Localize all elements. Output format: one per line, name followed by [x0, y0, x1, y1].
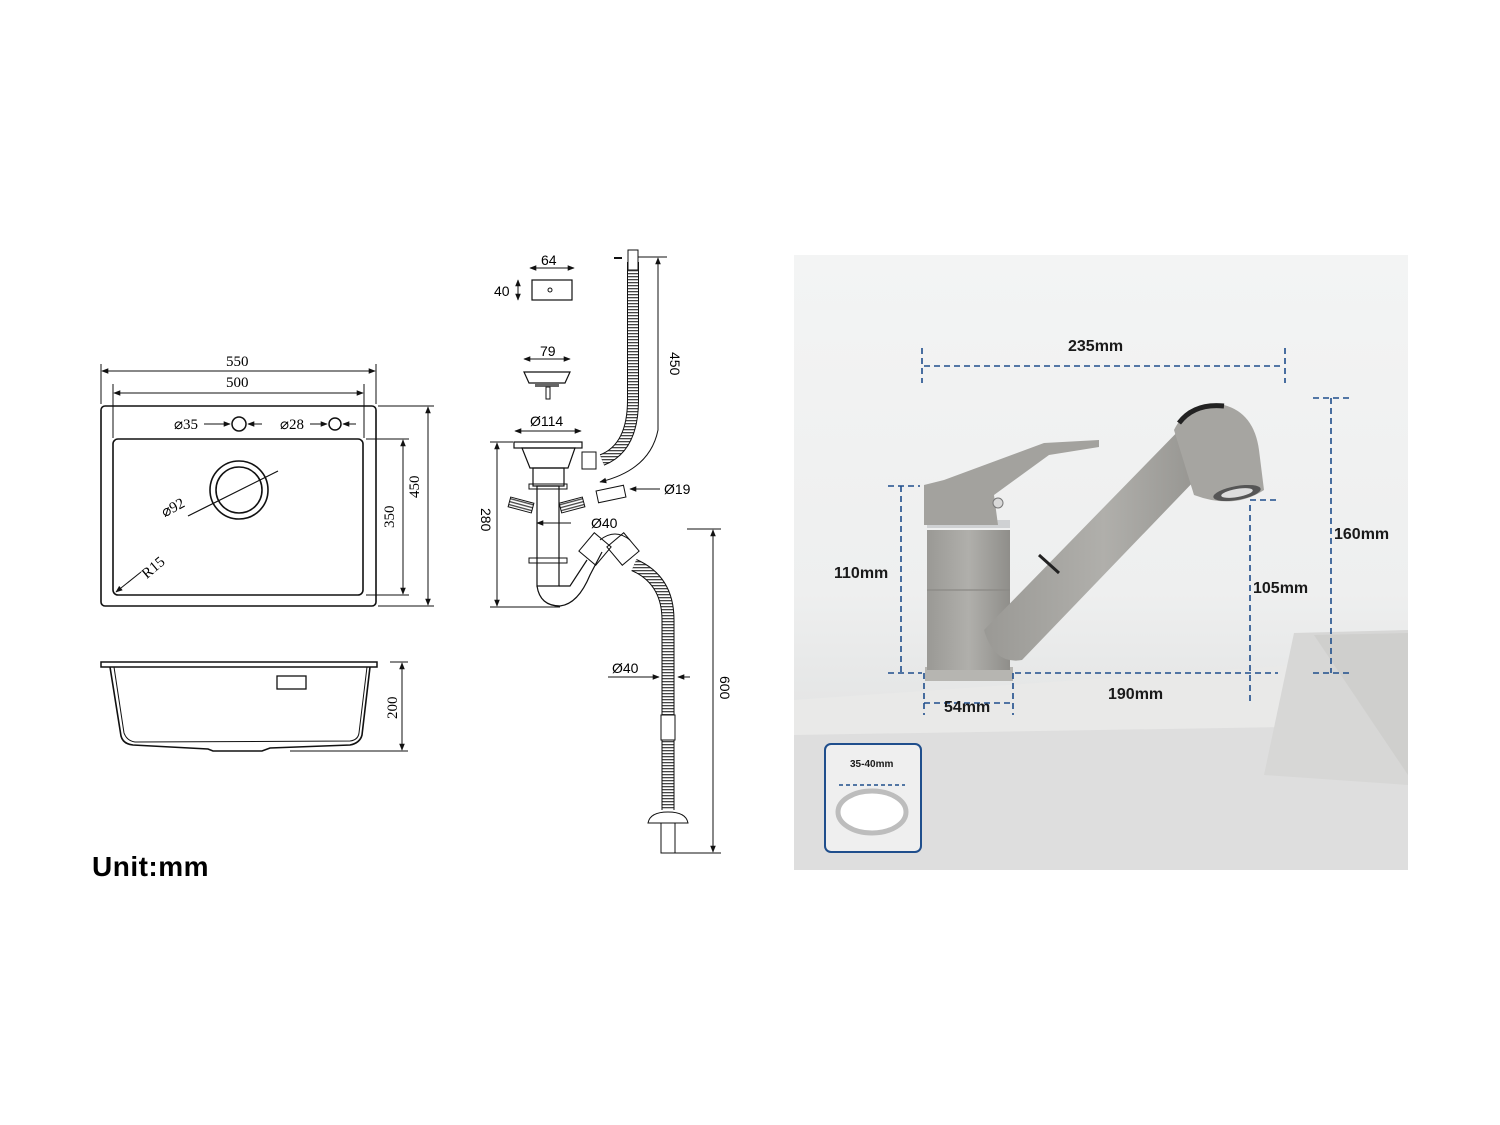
label-mounting-hole: 35-40mm: [850, 759, 894, 770]
dim-pipe-diameter: Ø40: [591, 515, 618, 531]
label-total-reach: 235mm: [1068, 338, 1124, 355]
dim-side-connector-diameter: Ø19: [664, 481, 691, 497]
dim-tap-hole-35: ⌀35: [174, 417, 199, 433]
label-spout-clearance: 105mm: [1253, 580, 1309, 597]
dim-strainer-diameter: 79: [540, 343, 556, 359]
dim-overflow-width: 64: [541, 252, 557, 268]
dim-overflow-height: 40: [494, 283, 510, 299]
dim-tap-hole-28: ⌀28: [280, 417, 305, 433]
faucet-illustration: [794, 348, 1408, 870]
dim-overall-width: 550: [226, 354, 249, 370]
unit-label: Unit:mm: [92, 851, 210, 882]
dim-inner-width: 500: [226, 375, 249, 391]
label-body-height: 110mm: [834, 565, 889, 582]
dim-hose-diameter: Ø40: [612, 660, 639, 676]
label-spout-reach: 190mm: [1108, 686, 1164, 703]
dim-flange-diameter: Ø114: [530, 413, 564, 429]
dim-hose-length: 600: [717, 676, 733, 700]
faucet-photo: 235mm 110mm 54mm 190mm 105mm 160mm 35-40…: [794, 255, 1408, 870]
dim-drain-height: 280: [478, 508, 494, 532]
label-base-diameter: 54mm: [944, 699, 991, 716]
label-total-height: 160mm: [1334, 526, 1390, 543]
dim-overflow-hose-length: 450: [667, 352, 683, 376]
